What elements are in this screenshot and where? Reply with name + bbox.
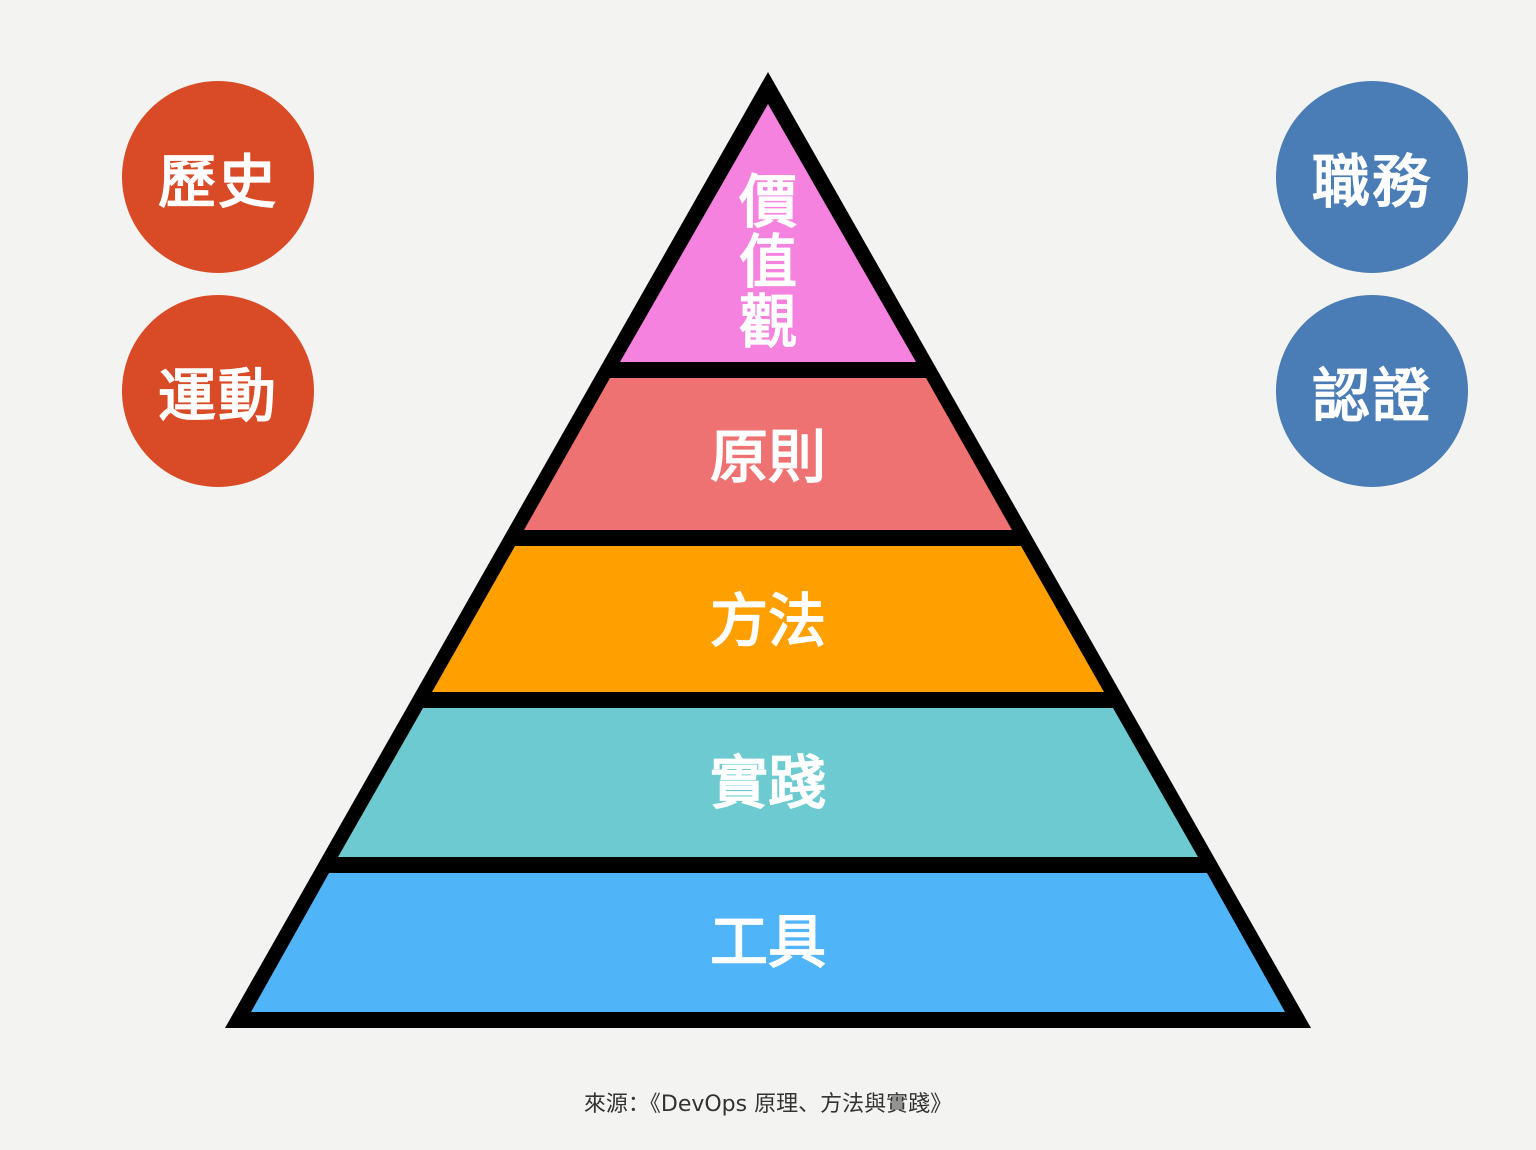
pyramid-layer-methods: [432, 546, 1104, 692]
history-circle: 歷史: [122, 81, 314, 273]
pyramid-layer-practices: [338, 708, 1198, 857]
pyramid-layer-methods-label: 方法: [710, 587, 826, 655]
movement-circle: 運動: [122, 295, 314, 487]
pyramid-layer-values-char-2: 值: [739, 228, 797, 296]
pyramid-layer-principles-label: 原則: [710, 423, 826, 491]
job-label: 職務: [1311, 148, 1432, 216]
pyramid-layer-tools-label: 工具: [710, 908, 826, 976]
certification-circle: 認證: [1276, 295, 1468, 487]
movement-label: 運動: [157, 362, 278, 430]
certification-label: 認證: [1311, 362, 1432, 430]
pyramid-layer-values-char-1: 價: [738, 168, 797, 236]
pyramid-layer-values: [620, 104, 916, 362]
source-caption: 來源：《DevOps 原理、方法與實踐》: [583, 1092, 953, 1117]
pyramid-layer-tools: [251, 873, 1285, 1012]
pyramid-layer-principles: [524, 378, 1012, 530]
history-label: 歷史: [157, 148, 278, 216]
job-circle: 職務: [1276, 81, 1468, 273]
pyramid-layer-practices-label: 實踐: [710, 749, 826, 817]
pyramid-layer-values-char-3: 觀: [739, 288, 797, 356]
